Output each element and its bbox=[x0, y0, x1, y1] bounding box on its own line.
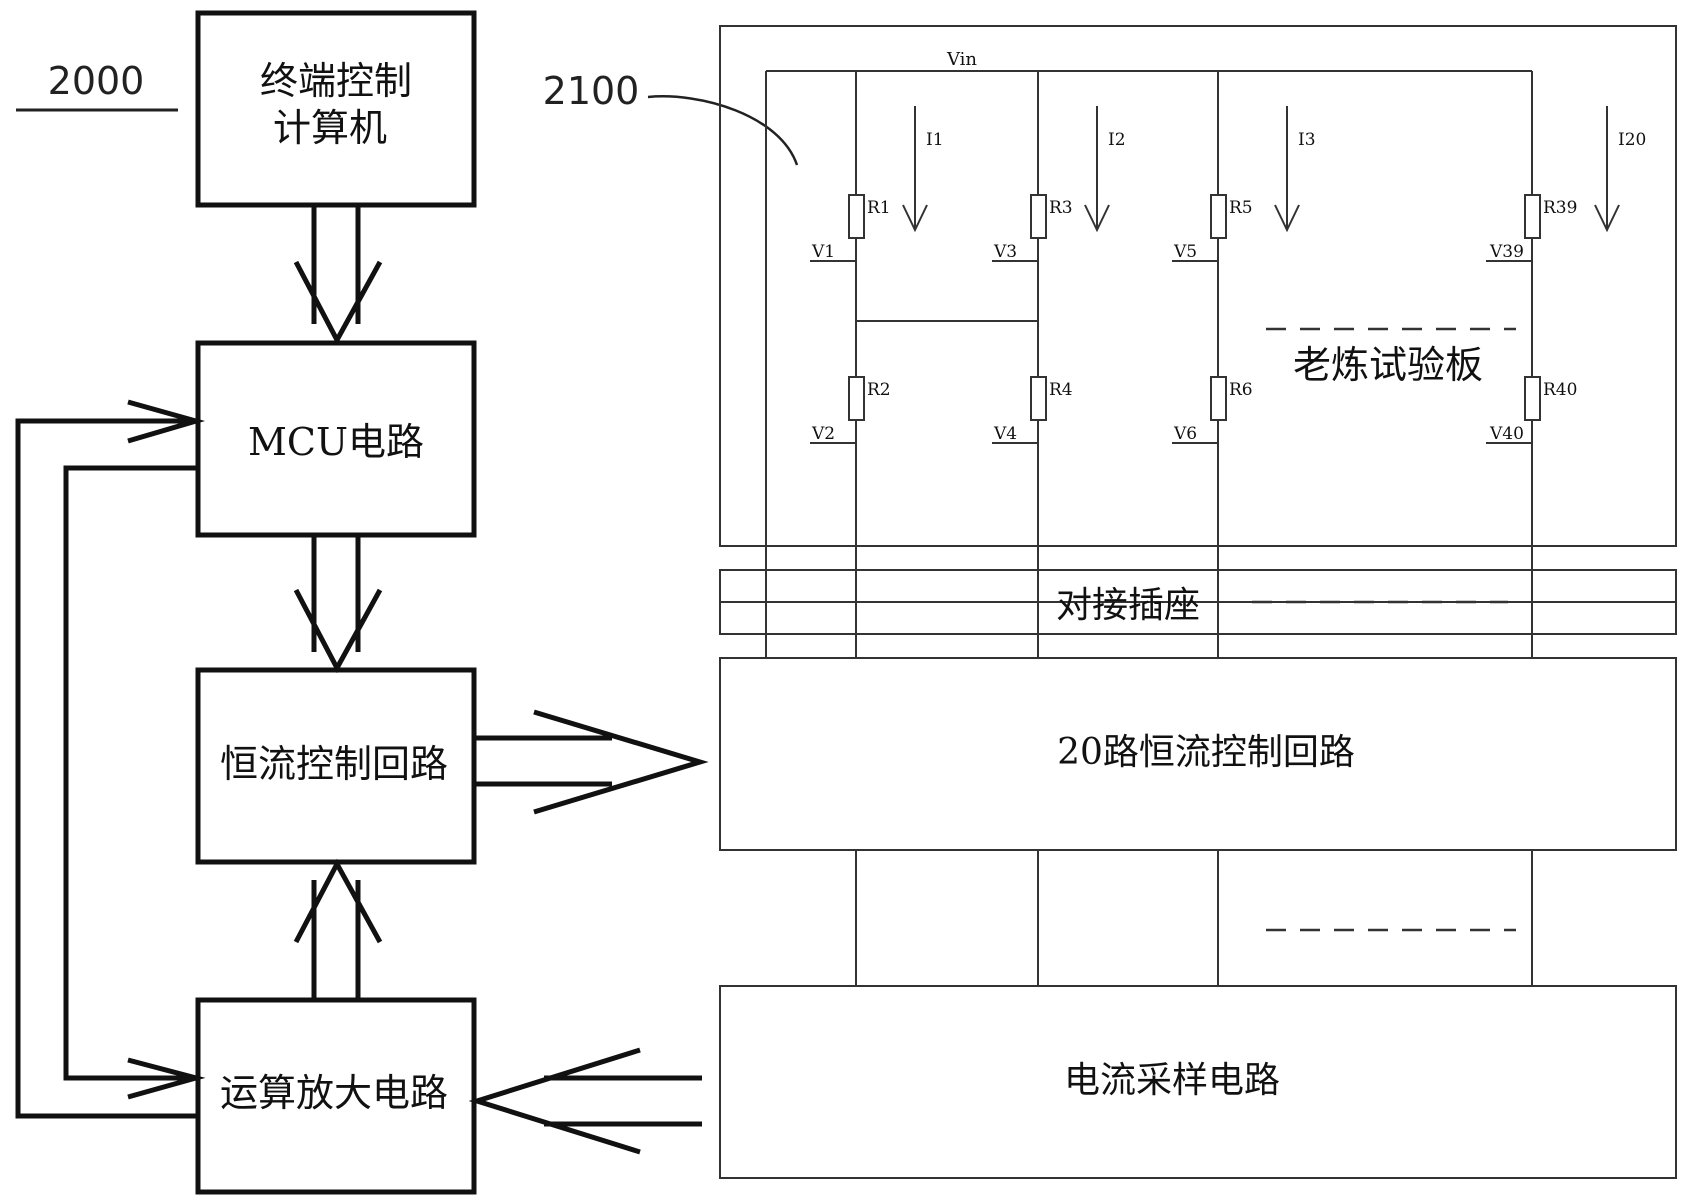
resistor-label-r3: R3 bbox=[1049, 198, 1073, 218]
vin-label: Vin bbox=[946, 49, 977, 70]
current-label-i2: I2 bbox=[1108, 130, 1126, 150]
ref-label-2100: 2100 bbox=[543, 69, 640, 113]
resistor-r3 bbox=[1031, 195, 1046, 238]
current-label-i3: I3 bbox=[1298, 130, 1316, 150]
arrow-mcu-to-cc bbox=[296, 535, 380, 668]
voltage-label-v39: V39 bbox=[1489, 242, 1524, 262]
feedback-loop-inner bbox=[66, 468, 196, 1097]
ref-leader-2100 bbox=[648, 96, 797, 165]
voltage-label-v2: V2 bbox=[811, 424, 835, 444]
arrow-sampling-to-opamp bbox=[477, 1050, 702, 1152]
mcu-label: MCU电路 bbox=[248, 420, 424, 464]
resistor-r4 bbox=[1031, 377, 1046, 420]
current-arrows bbox=[903, 106, 1619, 230]
cc20-label: 20路恒流控制回路 bbox=[1057, 732, 1355, 773]
current-label-i1: I1 bbox=[926, 130, 944, 150]
terminal-computer-block: 终端控制 计算机 bbox=[198, 13, 474, 205]
resistor-label-r40: R40 bbox=[1543, 380, 1577, 400]
voltage-label-v40: V40 bbox=[1489, 424, 1524, 444]
resistor-label-r5: R5 bbox=[1229, 198, 1253, 218]
voltage-label-v3: V3 bbox=[993, 242, 1017, 262]
cc-control-label: 恒流控制回路 bbox=[220, 742, 448, 786]
resistor-r2 bbox=[849, 377, 864, 420]
resistor-r5 bbox=[1211, 195, 1226, 238]
resistor-label-r6: R6 bbox=[1229, 380, 1253, 400]
voltage-label-v4: V4 bbox=[993, 424, 1017, 444]
opamp-block: 运算放大电路 bbox=[198, 1000, 474, 1192]
terminal-computer-line1: 终端控制 bbox=[260, 59, 412, 103]
resistor-r1 bbox=[849, 195, 864, 238]
terminal-computer-line2: 计算机 bbox=[273, 106, 387, 150]
ref-label-2000: 2000 bbox=[48, 59, 145, 103]
resistor-r6 bbox=[1211, 377, 1226, 420]
voltage-label-v5: V5 bbox=[1173, 242, 1197, 262]
voltage-label-v6: V6 bbox=[1173, 424, 1197, 444]
burnin-board-label: 老炼试验板 bbox=[1293, 343, 1483, 387]
feedback-loop-outer bbox=[18, 402, 196, 1116]
arrow-cc-to-cc20 bbox=[474, 712, 700, 812]
resistor-label-r4: R4 bbox=[1049, 380, 1073, 400]
resistor-label-r2: R2 bbox=[867, 380, 891, 400]
socket-label: 对接插座 bbox=[1056, 585, 1200, 626]
current-label-i20: I20 bbox=[1618, 130, 1646, 150]
arrow-computer-to-mcu bbox=[296, 205, 380, 340]
arrow-opamp-to-cc bbox=[296, 864, 380, 1000]
opamp-label: 运算放大电路 bbox=[220, 1071, 448, 1115]
resistor-label-r1: R1 bbox=[867, 198, 891, 218]
cc-control-block: 恒流控制回路 bbox=[198, 670, 474, 862]
resistor-r39 bbox=[1525, 195, 1540, 238]
resistor-r40 bbox=[1525, 377, 1540, 420]
resistor-label-r39: R39 bbox=[1543, 198, 1577, 218]
mcu-block: MCU电路 bbox=[198, 343, 474, 535]
voltage-label-v1: V1 bbox=[811, 242, 835, 262]
sampling-label: 电流采样电路 bbox=[1064, 1060, 1280, 1101]
